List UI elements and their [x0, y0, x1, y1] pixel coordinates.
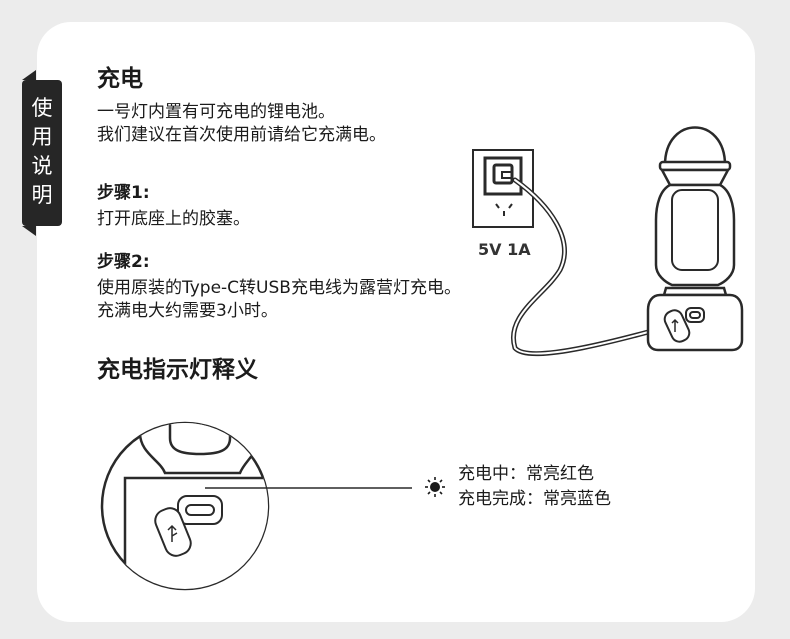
- side-tab: 使用说明: [22, 70, 62, 236]
- charging-status-text: 充电中：常亮红色: [458, 464, 594, 484]
- charging-illustration: [472, 126, 744, 357]
- step1-text: 打开底座上的胶塞。: [97, 209, 250, 229]
- charged-status-text: 充电完成：常亮蓝色: [458, 489, 611, 509]
- type-c-port-icon: [177, 495, 223, 525]
- charging-title: 充电: [97, 66, 143, 92]
- indicator-title: 充电指示灯释义: [97, 357, 258, 383]
- step2-title: 步骤2:: [97, 252, 150, 272]
- type-c-port-icon: [663, 307, 705, 343]
- step2-line-2: 充满电大约需要3小时。: [97, 301, 278, 321]
- outlet-spec-label: 5V 1A: [478, 240, 531, 259]
- intro-line-1: 一号灯内置有可充电的锂电池。: [97, 102, 335, 122]
- step2-line-1: 使用原装的Type-C转USB充电线为露营灯充电。: [97, 278, 461, 298]
- side-tab-notch-bottom: [22, 226, 36, 236]
- side-tab-label: 使用说明: [31, 96, 53, 207]
- usb-icon: [154, 507, 192, 557]
- step1-title: 步骤1:: [97, 183, 150, 203]
- wall-socket-icon: [472, 149, 534, 228]
- side-tab-notch-top: [22, 70, 36, 80]
- intro-line-2: 我们建议在首次使用前请给它充满电。: [97, 125, 386, 145]
- sun-icon: [425, 477, 445, 497]
- port-closeup-illustration: [100, 421, 412, 591]
